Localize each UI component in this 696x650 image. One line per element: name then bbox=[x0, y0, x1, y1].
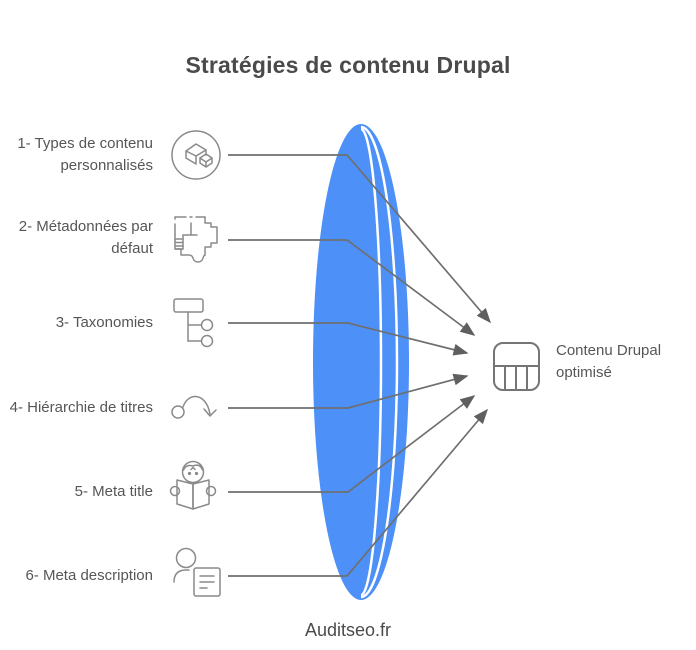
custom-content-type-icon bbox=[171, 130, 221, 180]
person-document-icon bbox=[173, 547, 221, 597]
connector-item-4 bbox=[228, 373, 469, 409]
person-reading-icon bbox=[169, 460, 217, 510]
curved-arrow-icon bbox=[171, 395, 217, 419]
item-label-5: 5- Meta title bbox=[74, 483, 153, 500]
connector-item-6 bbox=[228, 408, 488, 577]
item-label-3: 3- Taxonomies bbox=[55, 314, 153, 331]
page-title: Stratégies de contenu Drupal bbox=[185, 52, 511, 78]
connector-lines bbox=[228, 154, 491, 577]
taxonomy-tree-icon bbox=[173, 298, 214, 348]
table-layout-icon bbox=[493, 342, 540, 391]
connector-item-1 bbox=[228, 154, 491, 324]
item-label-2: 2- Métadonnées par défaut bbox=[18, 218, 153, 257]
footer-brand: Auditseo.fr bbox=[304, 620, 392, 640]
connector-item-5 bbox=[228, 395, 476, 493]
item-label-6: 6- Meta description bbox=[25, 567, 153, 584]
output-label: Contenu Drupal optimisé bbox=[556, 342, 662, 381]
lens-inner-curve-outer bbox=[360, 125, 399, 599]
metadata-floorplan-icon bbox=[174, 216, 218, 263]
connector-item-2 bbox=[228, 239, 476, 336]
item-label-1: 1- Types de contenu personnalisés bbox=[17, 135, 153, 174]
item-label-4: 4- Hiérarchie de titres bbox=[9, 399, 153, 416]
lens-shape bbox=[313, 124, 409, 600]
lens-inner-curve-inner bbox=[360, 127, 383, 597]
connector-item-3 bbox=[228, 322, 469, 356]
